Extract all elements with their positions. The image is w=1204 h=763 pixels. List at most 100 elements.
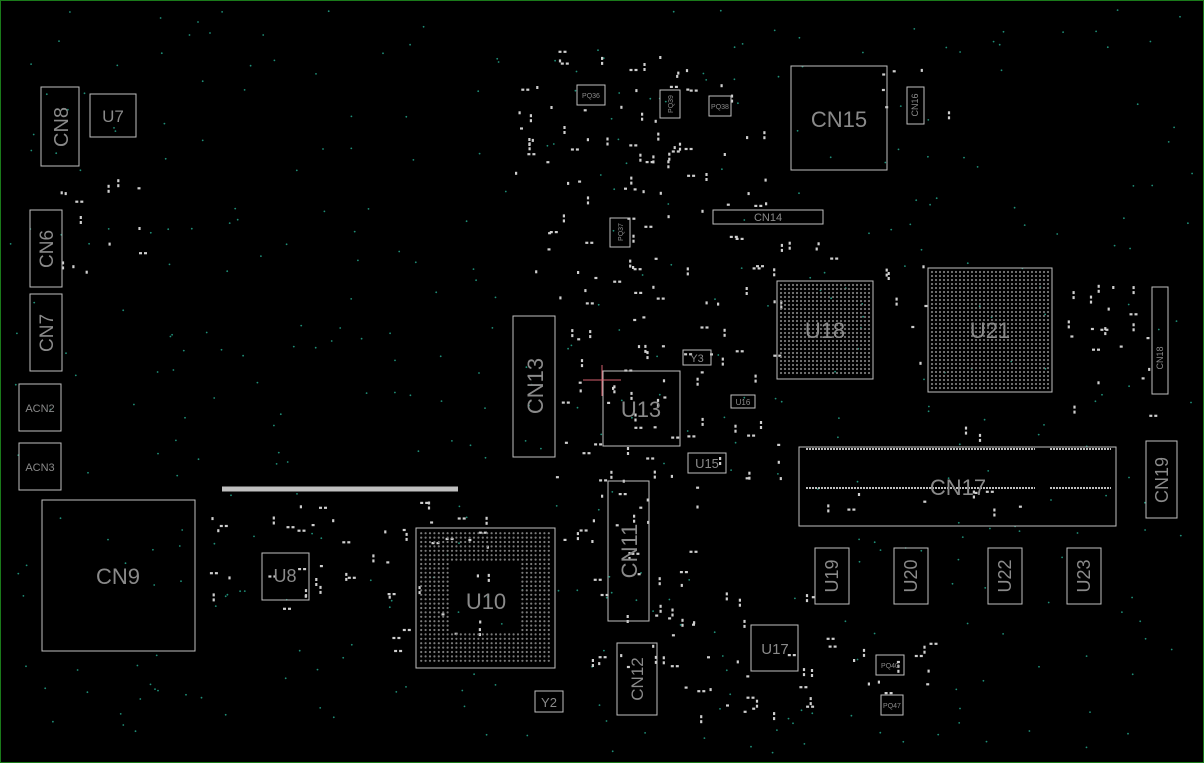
bga-ball [538, 637, 542, 640]
component-CN9[interactable]: CN9 [41, 499, 196, 652]
bga-ball [433, 615, 436, 618]
component-U13[interactable]: U13 [602, 370, 681, 447]
component-PQ36[interactable]: PQ36 [576, 84, 606, 106]
component-CN11[interactable]: CN11 [607, 480, 650, 622]
bga-ball [823, 347, 827, 351]
bga-ball [795, 287, 799, 291]
bga-ball [954, 354, 958, 358]
component-CN19[interactable]: CN19 [1145, 440, 1178, 519]
component-PQ39[interactable]: PQ39 [659, 89, 681, 119]
bga-ball [954, 310, 958, 314]
component-Y2[interactable]: Y2 [534, 690, 564, 713]
bga-ball [1014, 282, 1018, 286]
smd-pad [518, 111, 521, 115]
via [957, 521, 960, 524]
bga-ball [811, 363, 815, 367]
component-U19[interactable]: U19 [814, 547, 850, 605]
bga-ball [954, 338, 958, 342]
via [440, 400, 443, 402]
bga-ball [962, 382, 966, 386]
bga-ball [424, 562, 427, 566]
component-CN7[interactable]: CN7 [29, 293, 63, 372]
component-U16[interactable]: U16 [730, 394, 756, 409]
component-U7[interactable]: U7 [89, 93, 137, 138]
component-PQ38[interactable]: PQ38 [708, 95, 732, 117]
bga-ball [791, 303, 795, 307]
via [552, 143, 555, 145]
bga-ball [442, 659, 445, 662]
bga-ball [799, 291, 803, 295]
bga-ball [958, 382, 962, 386]
bga-ball [986, 278, 990, 282]
component-CN13[interactable]: CN13 [512, 315, 556, 458]
component-CN17[interactable]: CN17 [798, 446, 1117, 527]
bga-ball [455, 650, 458, 654]
bga-ball [455, 642, 458, 645]
bga-ball [424, 558, 427, 561]
bga-ball [962, 290, 966, 294]
component-ACN2[interactable]: ACN2 [18, 383, 62, 432]
component-CN8[interactable]: CN8 [40, 86, 80, 167]
component-PQ47[interactable]: PQ47 [880, 694, 904, 716]
via [298, 649, 301, 652]
component-CN12[interactable]: CN12 [616, 642, 658, 716]
bga-ball [962, 374, 966, 378]
bga-ball [978, 382, 982, 386]
smd-pad [668, 617, 672, 620]
smd-pad [487, 578, 490, 582]
component-CN14[interactable]: CN14 [712, 209, 824, 225]
bga-ball [863, 323, 867, 327]
component-PQ40[interactable]: PQ40 [875, 654, 905, 676]
bga-ball [831, 351, 835, 355]
component-Y3[interactable]: Y3 [682, 349, 712, 366]
bga-ball [1022, 326, 1026, 330]
component-U20[interactable]: U20 [893, 547, 929, 605]
bga-ball [938, 302, 942, 306]
bga-ball [468, 540, 471, 544]
bga-ball [958, 358, 962, 362]
bga-ball [472, 558, 476, 561]
component-U10[interactable]: U10 [415, 527, 556, 669]
bga-ball [508, 659, 511, 662]
bga-ball [530, 633, 533, 636]
component-CN16[interactable]: CN16 [906, 86, 925, 125]
bga-ball [998, 326, 1002, 330]
bga-ball [795, 315, 799, 319]
bga-ball [970, 302, 974, 306]
component-U15[interactable]: U15 [687, 452, 727, 474]
component-U23[interactable]: U23 [1066, 547, 1102, 605]
component-PQ37[interactable]: PQ37 [609, 217, 631, 248]
component-U22[interactable]: U22 [987, 547, 1023, 605]
smd-pad [1132, 323, 1135, 327]
component-U21[interactable]: U21 [927, 267, 1053, 393]
component-CN6[interactable]: CN6 [29, 209, 63, 288]
bga-ball [930, 298, 934, 302]
via [884, 161, 887, 164]
smd-pad [629, 68, 633, 72]
component-CN15[interactable]: CN15 [790, 65, 888, 171]
bga-ball [1026, 366, 1030, 370]
bga-ball [783, 343, 787, 347]
bga-ball [446, 549, 449, 552]
bga-ball [803, 283, 807, 287]
bga-ball [494, 655, 498, 658]
bga-ball [811, 343, 815, 347]
via [1105, 494, 1107, 497]
bga-ball [459, 545, 462, 548]
bga-ball [459, 650, 462, 654]
component-U8[interactable]: U8 [261, 552, 310, 601]
component-U17[interactable]: U17 [750, 624, 799, 672]
component-U18[interactable]: U18 [776, 280, 874, 380]
bga-ball [950, 282, 954, 286]
bga-ball [1026, 326, 1030, 330]
component-ACN3[interactable]: ACN3 [18, 442, 62, 491]
bga-ball [942, 338, 946, 342]
smd-pad [618, 493, 622, 496]
component-CN18[interactable]: CN18 [1151, 286, 1169, 395]
bga-ball [516, 532, 520, 535]
bga-ball [982, 326, 986, 330]
via [190, 227, 193, 230]
smd-pad [586, 201, 590, 205]
bga-ball [847, 371, 851, 375]
